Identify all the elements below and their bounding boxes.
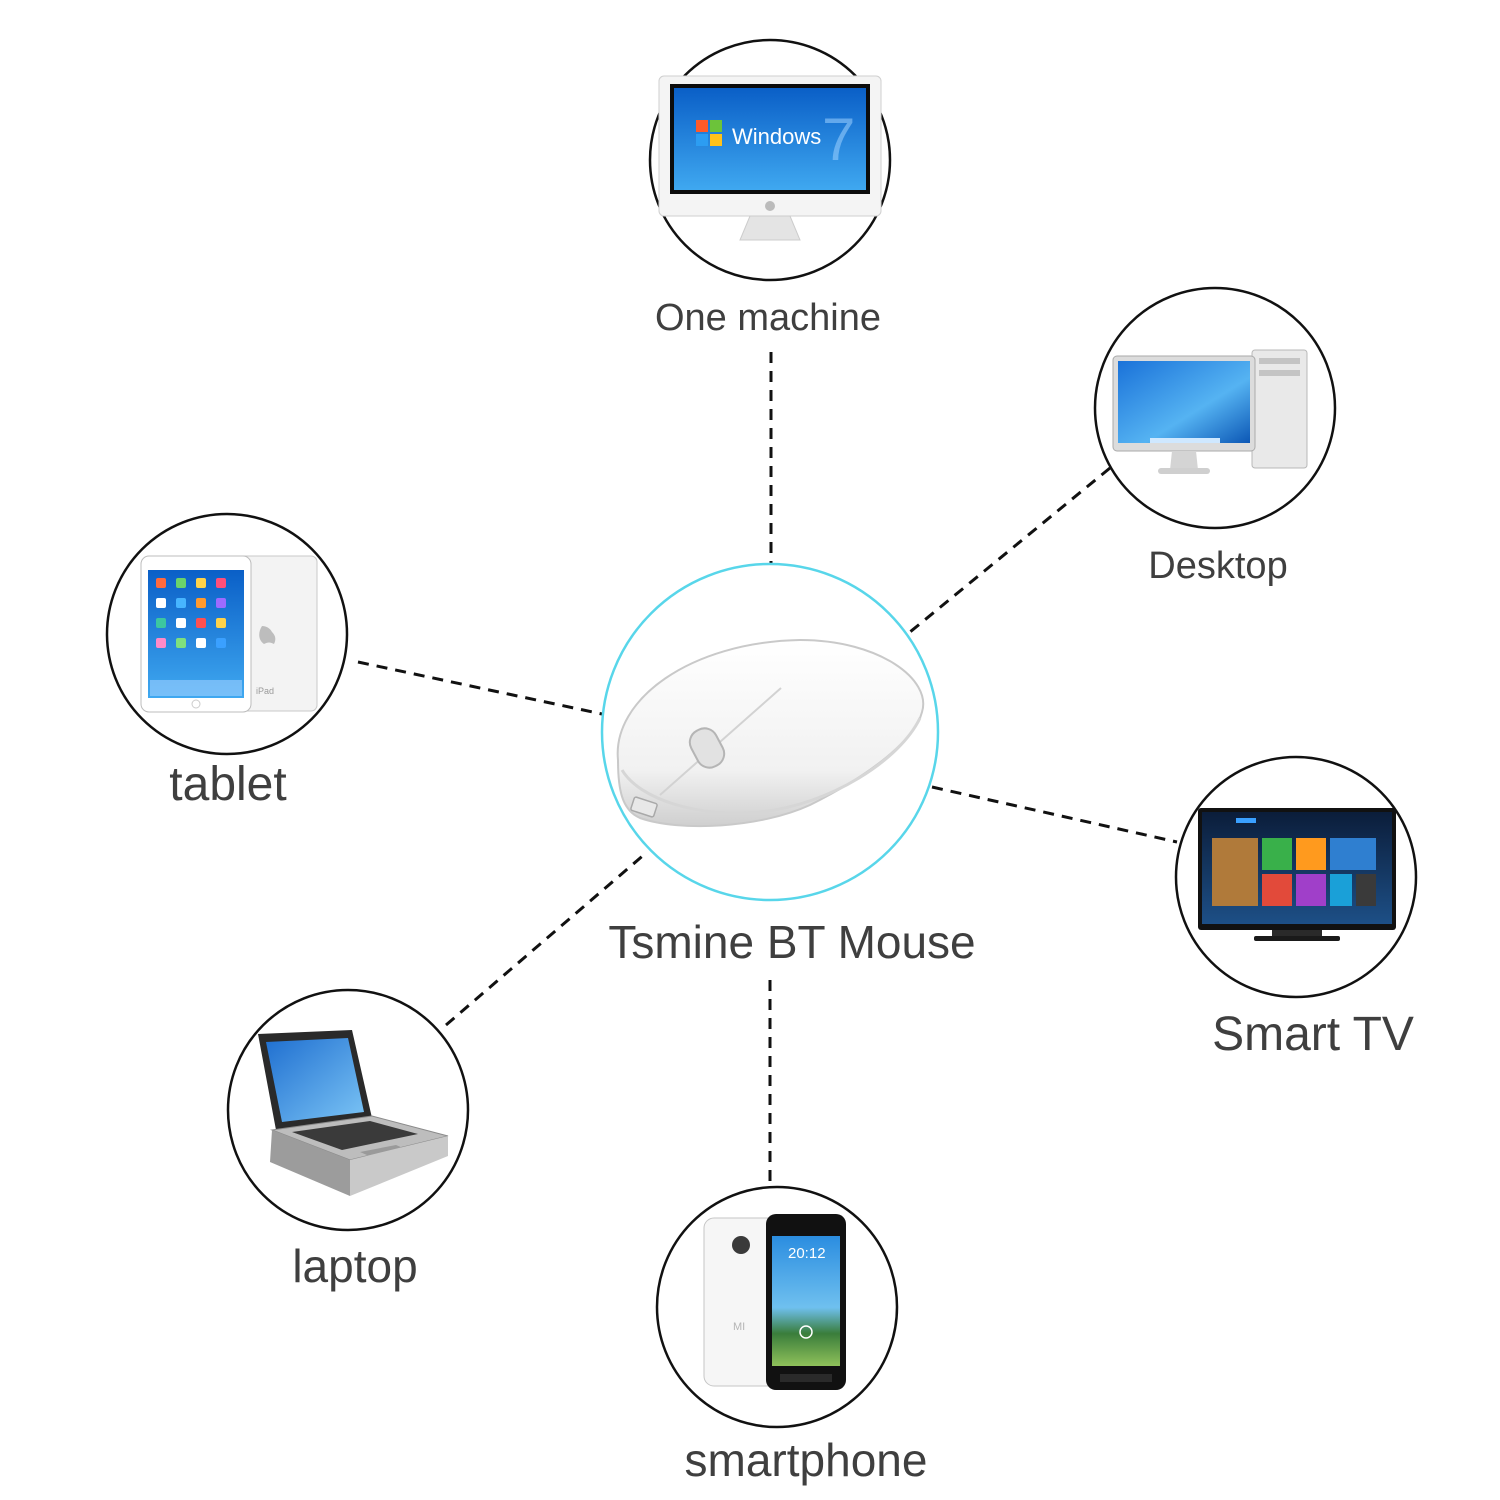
device-label: Desktop (1148, 545, 1287, 587)
smartphone-icon: MI 20:12 (703, 1214, 846, 1390)
laptop-icon (258, 1030, 449, 1196)
phone-brand-text: MI (733, 1321, 745, 1333)
windows-logo-text: Windows (732, 124, 821, 149)
all-in-one-computer-icon: Windows 7 (658, 75, 882, 241)
device-label: One machine (655, 297, 881, 339)
connector-smart-tv (931, 785, 1178, 844)
device-smart-tv: Smart TV (1174, 755, 1418, 1061)
desktop-computer-icon (1112, 349, 1308, 474)
device-label: Smart TV (1212, 1008, 1414, 1061)
connector-desktop (909, 466, 1111, 634)
mouse-icon (616, 638, 925, 828)
connector-laptop (445, 851, 647, 1027)
center-node: Tsmine BT Mouse (600, 562, 976, 968)
center-label: Tsmine BT Mouse (608, 916, 975, 968)
device-laptop: laptop (226, 988, 470, 1292)
device-label: smartphone (685, 1434, 928, 1486)
device-tablet: iPad (105, 512, 349, 811)
connector-tablet (357, 660, 603, 716)
connector-lines (357, 352, 1178, 1185)
device-label: laptop (292, 1240, 417, 1292)
device-label: tablet (169, 758, 286, 811)
tablet-brand-text: iPad (256, 686, 274, 696)
phone-clock-text: 20:12 (788, 1245, 826, 1262)
device-one-machine: Windows 7 One machine (648, 38, 892, 339)
device-smartphone: MI 20:12 smartphone (655, 1185, 928, 1486)
windows-version-text: 7 (822, 106, 855, 173)
tablet-icon: iPad (140, 555, 318, 713)
device-desktop: Desktop (1093, 286, 1337, 587)
smart-tv-icon (1198, 808, 1396, 941)
